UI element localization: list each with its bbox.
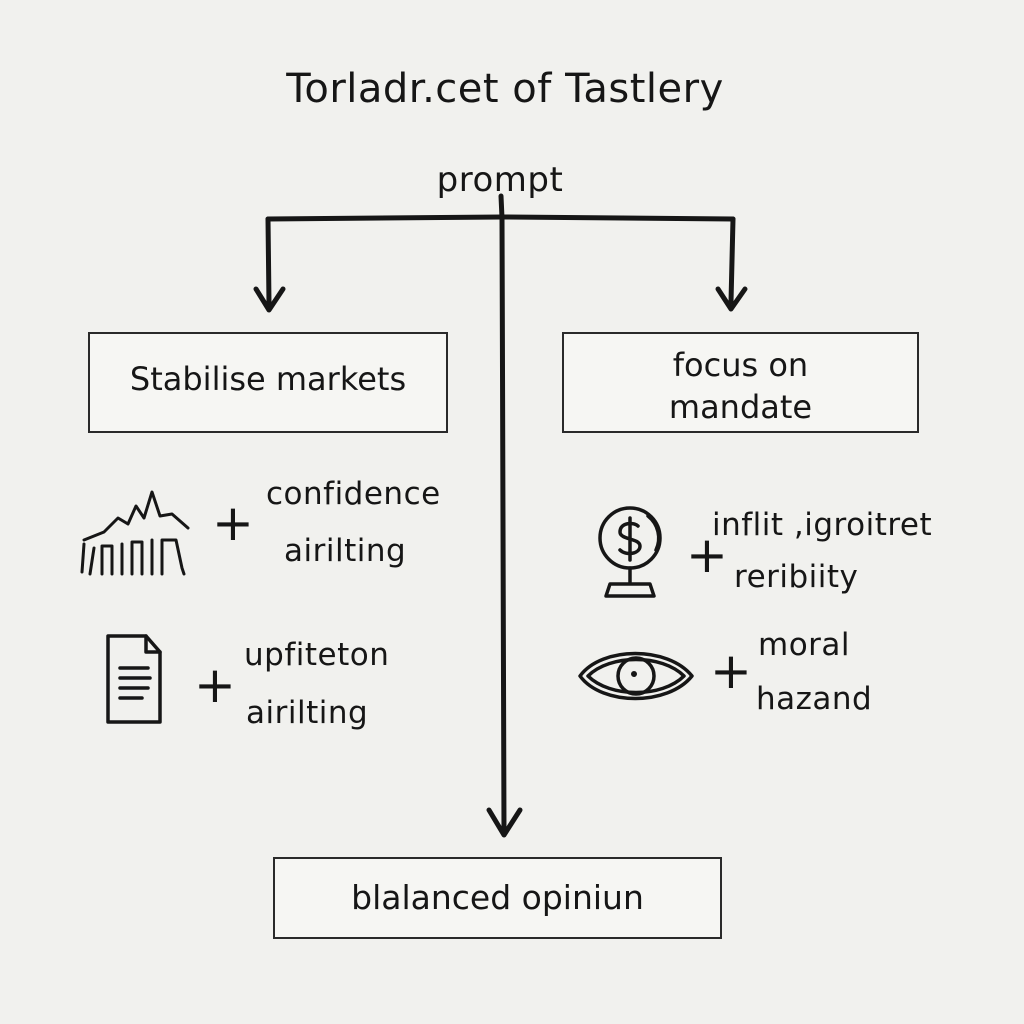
diagram-title: Torladr.cet of Tastlery (286, 66, 724, 112)
market-chart-icon (80, 490, 190, 576)
left-branch-heading: Stabilise markets (129, 360, 407, 398)
right-branch-heading-line1: focus on (672, 346, 809, 384)
right-branch-heading-line2: mandate (668, 388, 813, 426)
left-branch-box: Stabilise markets (88, 332, 448, 433)
outcome-label: blalanced opiniun (351, 878, 644, 917)
root-node-label: prompt (436, 160, 564, 200)
eye-icon (578, 651, 694, 701)
outcome-box: blalanced opiniun (273, 857, 722, 939)
right-item2-line1: moral (758, 627, 851, 663)
left-item2-line2: airilting (246, 695, 369, 731)
right-branch-line (728, 216, 736, 305)
center-line (499, 214, 507, 835)
right-item2-line2: hazand (756, 681, 873, 717)
right-arrowhead (715, 286, 748, 312)
root-stem (498, 193, 505, 221)
right-branch-heading: focus on mandate (564, 344, 917, 428)
plus-sign: + (710, 642, 753, 700)
left-arrowhead (253, 286, 286, 313)
left-item1-line2: airilting (284, 533, 407, 569)
plus-sign: + (194, 656, 237, 714)
dollar-globe-icon (598, 506, 662, 598)
left-item2-line1: upfiteton (244, 637, 390, 673)
center-arrowhead (486, 807, 523, 838)
right-item1-line2: reribiity (734, 559, 859, 595)
document-icon (106, 634, 162, 724)
left-item1-line1: confidence (266, 476, 441, 512)
plus-sign: + (686, 526, 729, 584)
plus-sign: + (212, 494, 255, 552)
right-branch-box: focus on mandate (562, 332, 919, 433)
right-item1-line1: inflit ,igroitret (712, 507, 933, 543)
left-branch-line (265, 216, 272, 306)
